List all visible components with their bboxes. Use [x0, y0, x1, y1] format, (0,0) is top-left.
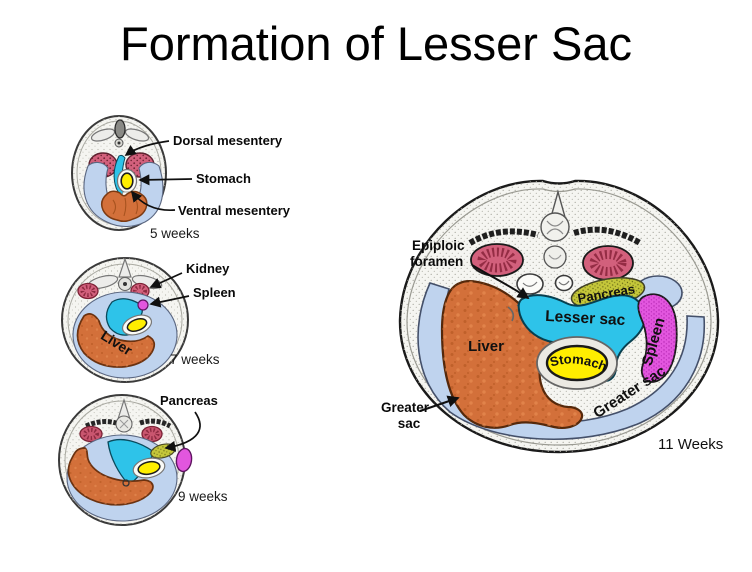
label-kidney: Kidney: [186, 261, 230, 276]
caption-11-weeks: 11 Weeks: [658, 436, 723, 453]
caption-7-weeks: 7 weeks: [170, 352, 220, 367]
label-stomach: Stomach: [196, 171, 251, 186]
caption-9-weeks: 9 weeks: [178, 489, 228, 504]
week9-diagram: Pancreas 9 weeks: [58, 393, 228, 526]
text-liver-11w: Liver: [468, 338, 504, 355]
kidney-pair-9w: [79, 425, 163, 443]
arrow-kidney: [149, 272, 183, 289]
label-epiploic-line2: foramen: [410, 254, 463, 269]
arrow-stomach: [138, 174, 193, 186]
label-pancreas: Pancreas: [160, 393, 218, 408]
page-title: Formation of Lesser Sac: [120, 17, 632, 70]
vertebra-sketch-11w: [468, 189, 642, 269]
text-lesser-sac: Lesser sac: [545, 308, 626, 329]
stomach-shape-11w: [536, 336, 618, 390]
kidney-right: [582, 245, 634, 281]
stomach-shape-9w: [132, 457, 166, 479]
neural-tube-sketch: [90, 119, 150, 148]
label-greater-sac-line1: Greater: [381, 400, 430, 415]
arrow-epiploic-foramen: [471, 264, 530, 300]
label-ventral-mesentery: Ventral mesentery: [178, 203, 291, 218]
bowel-sketch: [516, 273, 574, 295]
label-dorsal-mesentery: Dorsal mesentery: [173, 133, 283, 148]
kidney-left: [470, 243, 524, 277]
week5-diagram: Dorsal mesentery Stomach Ventral mesente…: [71, 115, 291, 241]
vertebra-sketch-9w: [84, 398, 172, 433]
stomach-shape-5w: [116, 168, 138, 194]
week7-diagram: Liver Kidney Spleen 7 weeks: [61, 257, 236, 383]
spleen-shape-7w: [137, 299, 149, 311]
caption-5-weeks: 5 weeks: [150, 226, 200, 241]
week11-diagram: Liver Lesser sac Pancreas Stomach Spleen…: [381, 179, 723, 454]
arrow-spleen: [149, 295, 190, 308]
spleen-shape-9w: [175, 447, 193, 473]
stomach-shape-7w: [121, 314, 153, 336]
arrow-pancreas: [164, 411, 201, 452]
spleen-shape-11w: [637, 293, 678, 383]
arrow-ventral-mesentery: [130, 190, 176, 212]
label-epiploic-line1: Epiploic: [412, 238, 465, 253]
label-greater-sac-line2: sac: [398, 416, 421, 431]
liver-shape-9w: [67, 447, 154, 506]
duodenum-sketch: [122, 479, 130, 487]
label-spleen: Spleen: [193, 285, 236, 300]
arrow-dorsal-mesentery: [124, 140, 170, 156]
arrow-greater-sac: [419, 395, 460, 412]
